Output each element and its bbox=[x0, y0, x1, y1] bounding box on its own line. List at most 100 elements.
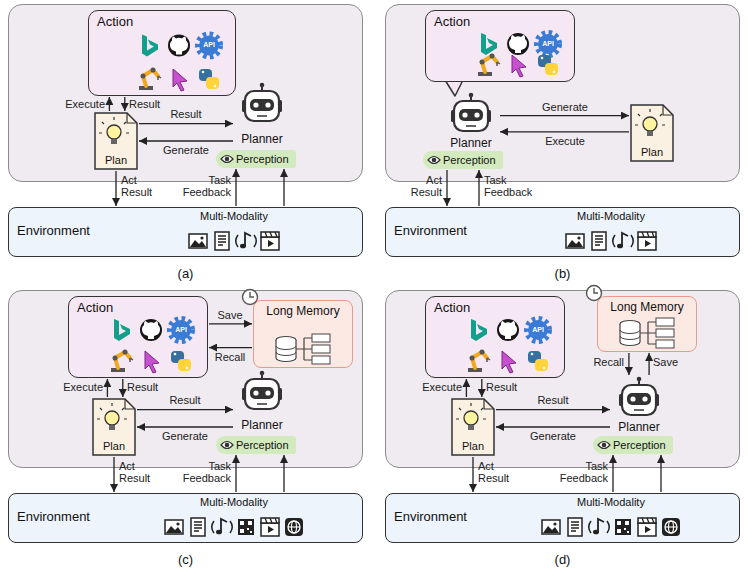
long-memory-box: Long Memory bbox=[597, 296, 697, 352]
edge-label: Act Result bbox=[406, 174, 442, 198]
edge-label: Generate bbox=[163, 144, 209, 156]
connector-arrow bbox=[139, 123, 233, 124]
node-title: Planner bbox=[228, 132, 296, 146]
robot-icon bbox=[611, 376, 667, 420]
planner-robot: Planner bbox=[443, 92, 499, 150]
node-title: Environment bbox=[17, 509, 90, 524]
environment-box: Environment Multi-Modality bbox=[8, 493, 363, 543]
connector-arrow bbox=[496, 409, 610, 410]
perception-tab: Perception bbox=[593, 436, 673, 454]
connector-arrow bbox=[612, 455, 613, 492]
node-title: Plan bbox=[451, 440, 495, 453]
action-box: ActionAPI bbox=[88, 10, 236, 96]
robot-icon bbox=[443, 92, 499, 136]
eye-icon bbox=[427, 154, 441, 166]
connector-arrow bbox=[466, 379, 467, 397]
panel-caption: (c) bbox=[8, 552, 363, 567]
edge-label: Result bbox=[127, 381, 158, 393]
node-title: Perception bbox=[236, 152, 289, 166]
connector-arrow bbox=[137, 409, 233, 410]
panel-caption: (b) bbox=[385, 266, 740, 281]
edge-label: Result bbox=[486, 381, 517, 393]
node-title: Action bbox=[434, 300, 470, 315]
icon-text: API bbox=[527, 325, 549, 335]
connector-arrow bbox=[122, 379, 123, 397]
plan-document: Plan bbox=[92, 398, 136, 456]
edge-label: Result bbox=[169, 394, 200, 406]
edge-label: Task Feedback bbox=[177, 460, 231, 484]
plan-document: Plan bbox=[630, 104, 674, 162]
edge-label: Task Feedback bbox=[554, 460, 608, 484]
action-box: ActionAPI bbox=[68, 296, 208, 378]
edge-label: Task Feedback bbox=[177, 174, 231, 198]
action-bubble: ActionAPI bbox=[425, 10, 575, 82]
node-title: Plan bbox=[92, 440, 136, 453]
node-title: Long Memory bbox=[598, 300, 696, 314]
connector-arrow bbox=[496, 426, 610, 427]
edge-label: Generate bbox=[162, 430, 208, 442]
node-subtitle: Multi-Modality bbox=[531, 210, 691, 223]
connector-arrow bbox=[500, 131, 629, 132]
connector-arrow bbox=[648, 353, 649, 375]
node-title: Action bbox=[97, 14, 133, 29]
connector-arrow bbox=[137, 426, 233, 427]
planner-robot: Planner bbox=[611, 376, 667, 434]
edge-label: Result bbox=[170, 108, 201, 120]
edge-label: Act Result bbox=[121, 174, 157, 198]
connector-arrow bbox=[235, 455, 236, 492]
connector-arrow bbox=[500, 115, 629, 116]
environment-box: EnvironmentMulti-Modality bbox=[8, 207, 363, 257]
edge-label: Result bbox=[129, 98, 160, 110]
plan-document: Plan bbox=[451, 398, 495, 456]
edge-label: Execute bbox=[63, 381, 103, 393]
connector-arrow bbox=[628, 353, 629, 375]
connector-arrow bbox=[124, 97, 125, 111]
connector-arrow bbox=[478, 170, 479, 206]
database-icon bbox=[618, 317, 678, 349]
connector-arrow bbox=[107, 379, 108, 397]
connector-arrow bbox=[235, 169, 236, 206]
plan-document: Plan bbox=[94, 112, 138, 170]
long-memory-box: Long Memory bbox=[253, 300, 353, 368]
connector-arrow bbox=[283, 169, 284, 206]
connector-arrow bbox=[209, 323, 252, 324]
connector-arrow bbox=[481, 379, 482, 397]
edge-label: Execute bbox=[65, 98, 105, 110]
node-title: Plan bbox=[94, 154, 138, 167]
eye-icon bbox=[220, 439, 234, 451]
robot-icon bbox=[234, 82, 290, 126]
node-title: Action bbox=[77, 300, 113, 315]
connector-arrow bbox=[660, 455, 661, 492]
eye-icon bbox=[220, 153, 234, 165]
panel-caption: (d) bbox=[385, 552, 740, 567]
node-title: Long Memory bbox=[254, 304, 352, 318]
eye-icon bbox=[597, 439, 611, 451]
database-icon bbox=[274, 333, 334, 365]
edge-label: Generate bbox=[530, 430, 576, 442]
edge-label: Recall bbox=[593, 356, 624, 368]
planner-robot: Planner bbox=[234, 82, 290, 146]
perception-tab: Perception bbox=[216, 150, 296, 168]
edge-label: Task Feedback bbox=[484, 174, 538, 198]
connector-arrow bbox=[446, 170, 447, 206]
node-title: Planner bbox=[605, 420, 673, 434]
clock-icon bbox=[585, 284, 603, 302]
icon-text: API bbox=[170, 325, 192, 335]
edge-label: Act Result bbox=[478, 460, 514, 484]
action-box: ActionAPI bbox=[425, 296, 565, 378]
environment-box: EnvironmentMulti-Modality bbox=[385, 493, 740, 543]
edge-label: Save bbox=[217, 309, 242, 321]
connector-arrow bbox=[209, 347, 252, 348]
connector-arrow bbox=[115, 171, 116, 206]
node-subtitle: Multi-Modality bbox=[154, 496, 314, 509]
node-title: Perception bbox=[443, 153, 496, 167]
node-title: Perception bbox=[236, 438, 289, 452]
edge-label: Execute bbox=[422, 381, 462, 393]
edge-label: Act Result bbox=[119, 460, 155, 484]
edge-label: Result bbox=[537, 394, 568, 406]
node-subtitle: Multi-Modality bbox=[531, 496, 691, 509]
node-title: Planner bbox=[437, 136, 505, 150]
connector-arrow bbox=[139, 140, 233, 141]
node-title: Perception bbox=[613, 438, 666, 452]
clock-icon bbox=[241, 288, 259, 306]
